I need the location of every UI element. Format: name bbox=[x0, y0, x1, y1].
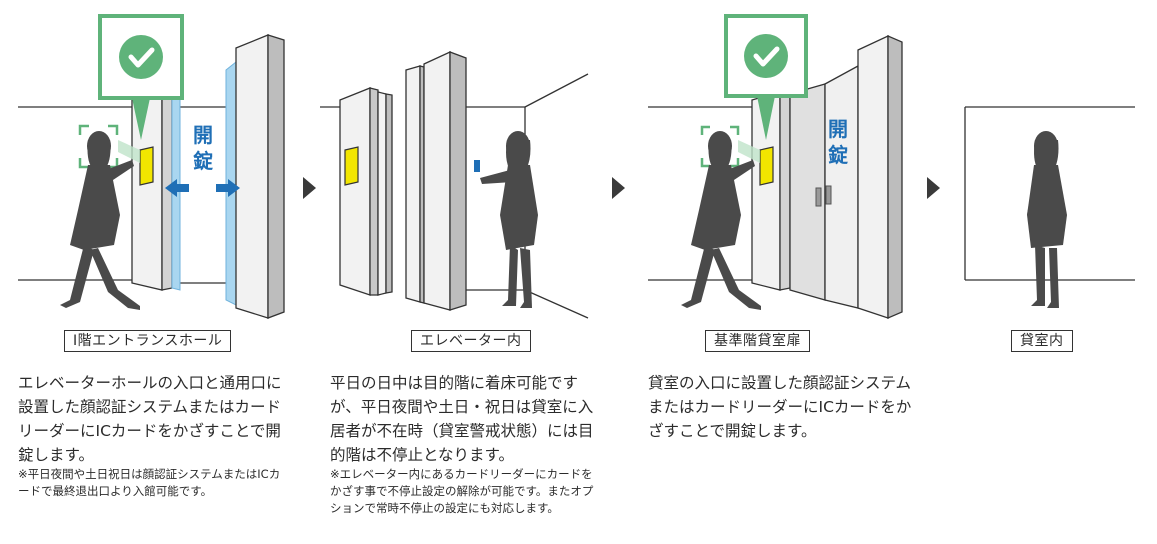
scene-office-room bbox=[955, 0, 1145, 320]
check-icon bbox=[98, 14, 184, 140]
arrow-step-1 bbox=[303, 177, 316, 199]
woman-silhouette bbox=[60, 131, 140, 310]
scene-entrance-hall bbox=[0, 0, 300, 320]
woman-silhouette bbox=[681, 131, 761, 310]
arrow-step-2 bbox=[612, 177, 625, 199]
woman-silhouette bbox=[1027, 131, 1067, 308]
step-label-office-room: 貸室内 bbox=[1011, 330, 1073, 352]
step-label-office-door: 基準階貸室扉 bbox=[705, 330, 810, 352]
step-desc-entrance: エレベーターホールの入口と通用口に設置した顔認証システムまたはカードリーダーにI… bbox=[18, 374, 282, 464]
unlock-text-3: 開錠 bbox=[828, 117, 848, 167]
step-note-entrance: ※平日夜間や土日祝日は顔認証システムまたはICカードで最終退出口より入館可能です… bbox=[18, 467, 281, 498]
step-desc-office-door: 貸室の入口に設置した顔認証システムまたはカードリーダーにICカードをかざすことで… bbox=[648, 374, 912, 440]
check-icon bbox=[724, 14, 808, 140]
scene-office-door bbox=[630, 0, 910, 320]
arrow-step-3 bbox=[927, 177, 940, 199]
scene-elevator bbox=[320, 0, 590, 320]
arrow-right-icon bbox=[216, 179, 240, 197]
arrow-left-icon bbox=[165, 179, 189, 197]
step-label-elevator: エレベーター内 bbox=[411, 330, 531, 352]
step-note-elevator: ※エレベーター内にあるカードリーダーにカードをかざす事で不停止設定の解除が可能で… bbox=[330, 467, 594, 515]
step-desc-elevator: 平日の日中は目的階に着床可能ですが、平日夜間や土日・祝日は貸室に入居者が不在時（… bbox=[330, 374, 594, 464]
unlock-text-1: 開錠 bbox=[193, 123, 213, 173]
step-label-entrance: Ⅰ階エントランスホール bbox=[64, 330, 232, 352]
woman-silhouette bbox=[474, 131, 538, 308]
